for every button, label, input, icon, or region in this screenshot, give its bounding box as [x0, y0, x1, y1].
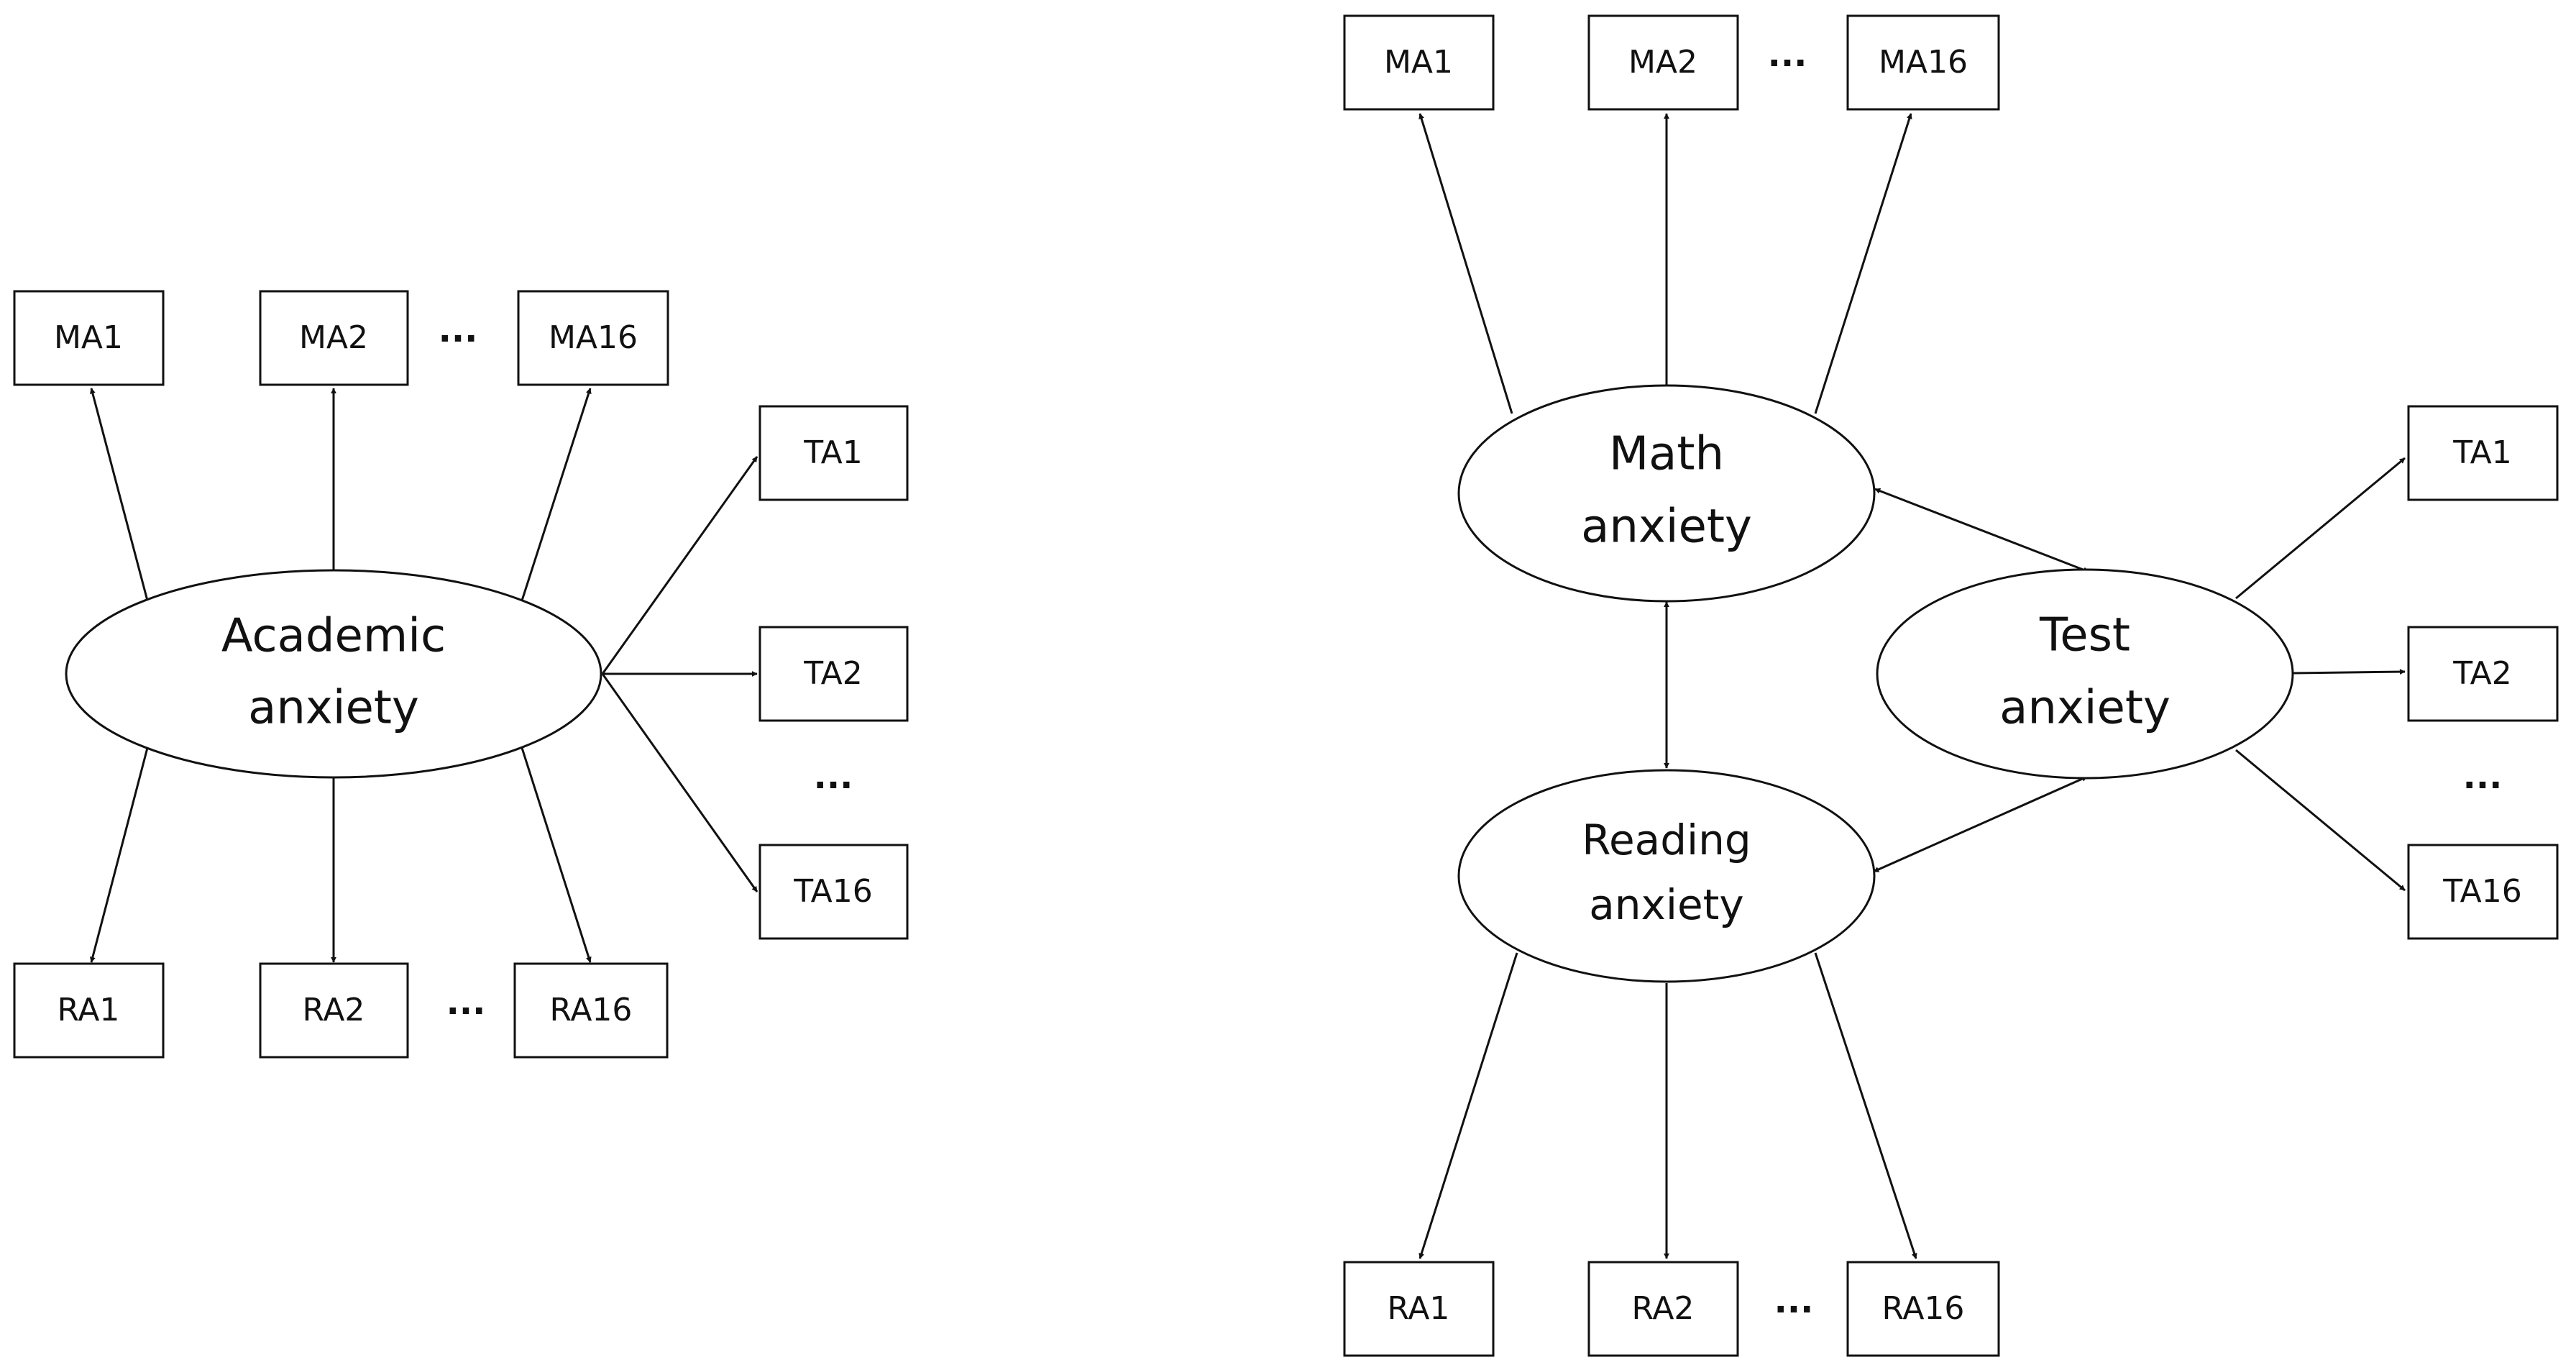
left-ra2-box	[259, 962, 409, 1059]
academic-anxiety-label-line2: anxiety	[248, 682, 419, 735]
academic-anxiety-ellipse	[65, 569, 602, 779]
right-ra2-label: RA2	[1632, 1290, 1695, 1327]
cov-math-test	[1874, 488, 2089, 573]
reading-anxiety-ellipse	[1457, 769, 1876, 983]
left-ma16-label: MA16	[549, 319, 638, 356]
right-ta2-label: TA2	[2452, 655, 2512, 692]
right-ma1-box	[1343, 14, 1495, 111]
edge-reading-ra1	[1418, 952, 1518, 1259]
edge-test-ta16	[2235, 749, 2406, 892]
left-ma2-box	[259, 290, 409, 386]
right-ra16-label: RA16	[1882, 1290, 1965, 1327]
right-ra-ellipsis: ...	[1774, 1281, 1814, 1321]
latent-reading-anxiety: Reading anxiety	[1457, 769, 1876, 983]
right-ta1-label: TA1	[2452, 434, 2512, 471]
right-ra-indicators: RA1 RA2 ... RA16	[1343, 1261, 2000, 1357]
test-anxiety-label-line2: anxiety	[1999, 682, 2171, 735]
left-ra1-box	[13, 962, 165, 1059]
edge-reading-ra16	[1814, 952, 1917, 1259]
right-ta2-box	[2407, 626, 2559, 722]
right-edges	[1418, 113, 2406, 1259]
test-anxiety-label-line1: Test	[2039, 609, 2130, 662]
edge-academic-ma1	[89, 388, 149, 601]
right-ma16-box	[1846, 14, 2000, 111]
left-ta2-box	[758, 626, 909, 722]
right-ra16-box	[1846, 1261, 2000, 1357]
left-ta-indicators: TA1 TA2 ... TA16	[758, 405, 909, 940]
left-ma16-box	[517, 290, 669, 386]
right-ma2-label: MA2	[1628, 44, 1697, 81]
right-ta1-box	[2407, 405, 2559, 501]
right-ma-indicators: MA1 MA2 ... MA16	[1343, 14, 2000, 111]
left-ta-ellipsis: ...	[814, 757, 853, 797]
edge-academic-ma16	[521, 388, 592, 601]
left-ma-indicators: MA1 MA2 ... MA16	[13, 290, 669, 386]
left-ra-ellipsis: ...	[446, 982, 486, 1023]
right-ta16-box	[2407, 844, 2559, 940]
latent-test-anxiety: Test anxiety	[1876, 568, 2294, 780]
math-anxiety-ellipse	[1457, 384, 1876, 603]
left-ra16-box	[513, 962, 669, 1059]
right-ta16-label: TA16	[2442, 873, 2522, 910]
academic-anxiety-label-line1: Academic	[221, 610, 446, 663]
left-ra1-label: RA1	[58, 992, 120, 1028]
right-ra1-label: RA1	[1388, 1290, 1450, 1327]
right-ma1-label: MA1	[1384, 44, 1453, 81]
cov-reading-test	[1873, 775, 2088, 873]
left-ma1-label: MA1	[54, 319, 123, 356]
edge-math-ma1	[1418, 113, 1513, 414]
reading-anxiety-label-line1: Reading	[1582, 816, 1751, 864]
left-ma2-label: MA2	[299, 319, 368, 356]
edge-test-ta2	[2293, 669, 2406, 675]
right-ma16-label: MA16	[1879, 44, 1968, 81]
left-ta16-label: TA16	[793, 873, 873, 910]
right-ma-ellipsis: ...	[1768, 35, 1807, 75]
edge-test-ta1	[2235, 457, 2406, 600]
left-ra16-label: RA16	[550, 992, 633, 1028]
latent-academic-anxiety: Academic anxiety	[65, 569, 602, 779]
right-ta-indicators: TA1 TA2 ... TA16	[2407, 405, 2559, 940]
latent-math-anxiety: Math anxiety	[1457, 384, 1876, 603]
right-ta-ellipsis: ...	[2463, 757, 2503, 797]
left-ma-ellipsis: ...	[439, 310, 478, 350]
left-model: Academic anxiety MA1 MA2 ... MA16 TA1 TA…	[13, 290, 909, 1059]
left-ra2-label: RA2	[303, 992, 365, 1028]
left-ta16-box	[758, 844, 909, 940]
edge-math-ma16	[1814, 113, 1912, 414]
right-ra2-box	[1587, 1261, 1739, 1357]
left-ta2-label: TA2	[803, 655, 863, 692]
left-ta1-label: TA1	[803, 434, 863, 471]
math-anxiety-label-line1: Math	[1609, 428, 1724, 481]
edge-academic-ra1	[89, 747, 149, 963]
test-anxiety-ellipse	[1876, 568, 2294, 780]
reading-anxiety-label-line2: anxiety	[1589, 880, 1744, 929]
left-ta1-box	[758, 405, 909, 501]
right-ma2-box	[1587, 14, 1739, 111]
right-ra1-box	[1343, 1261, 1495, 1357]
left-ma1-box	[13, 290, 165, 386]
left-ra-indicators: RA1 RA2 ... RA16	[13, 962, 669, 1059]
math-anxiety-label-line2: anxiety	[1581, 501, 1752, 554]
right-model: Math anxiety Test anxiety Reading anxiet…	[1343, 14, 2559, 1357]
edge-academic-ta1	[601, 456, 758, 675]
edge-academic-ta16	[601, 673, 758, 892]
edge-academic-ra16	[521, 747, 592, 963]
left-edges	[89, 388, 758, 963]
